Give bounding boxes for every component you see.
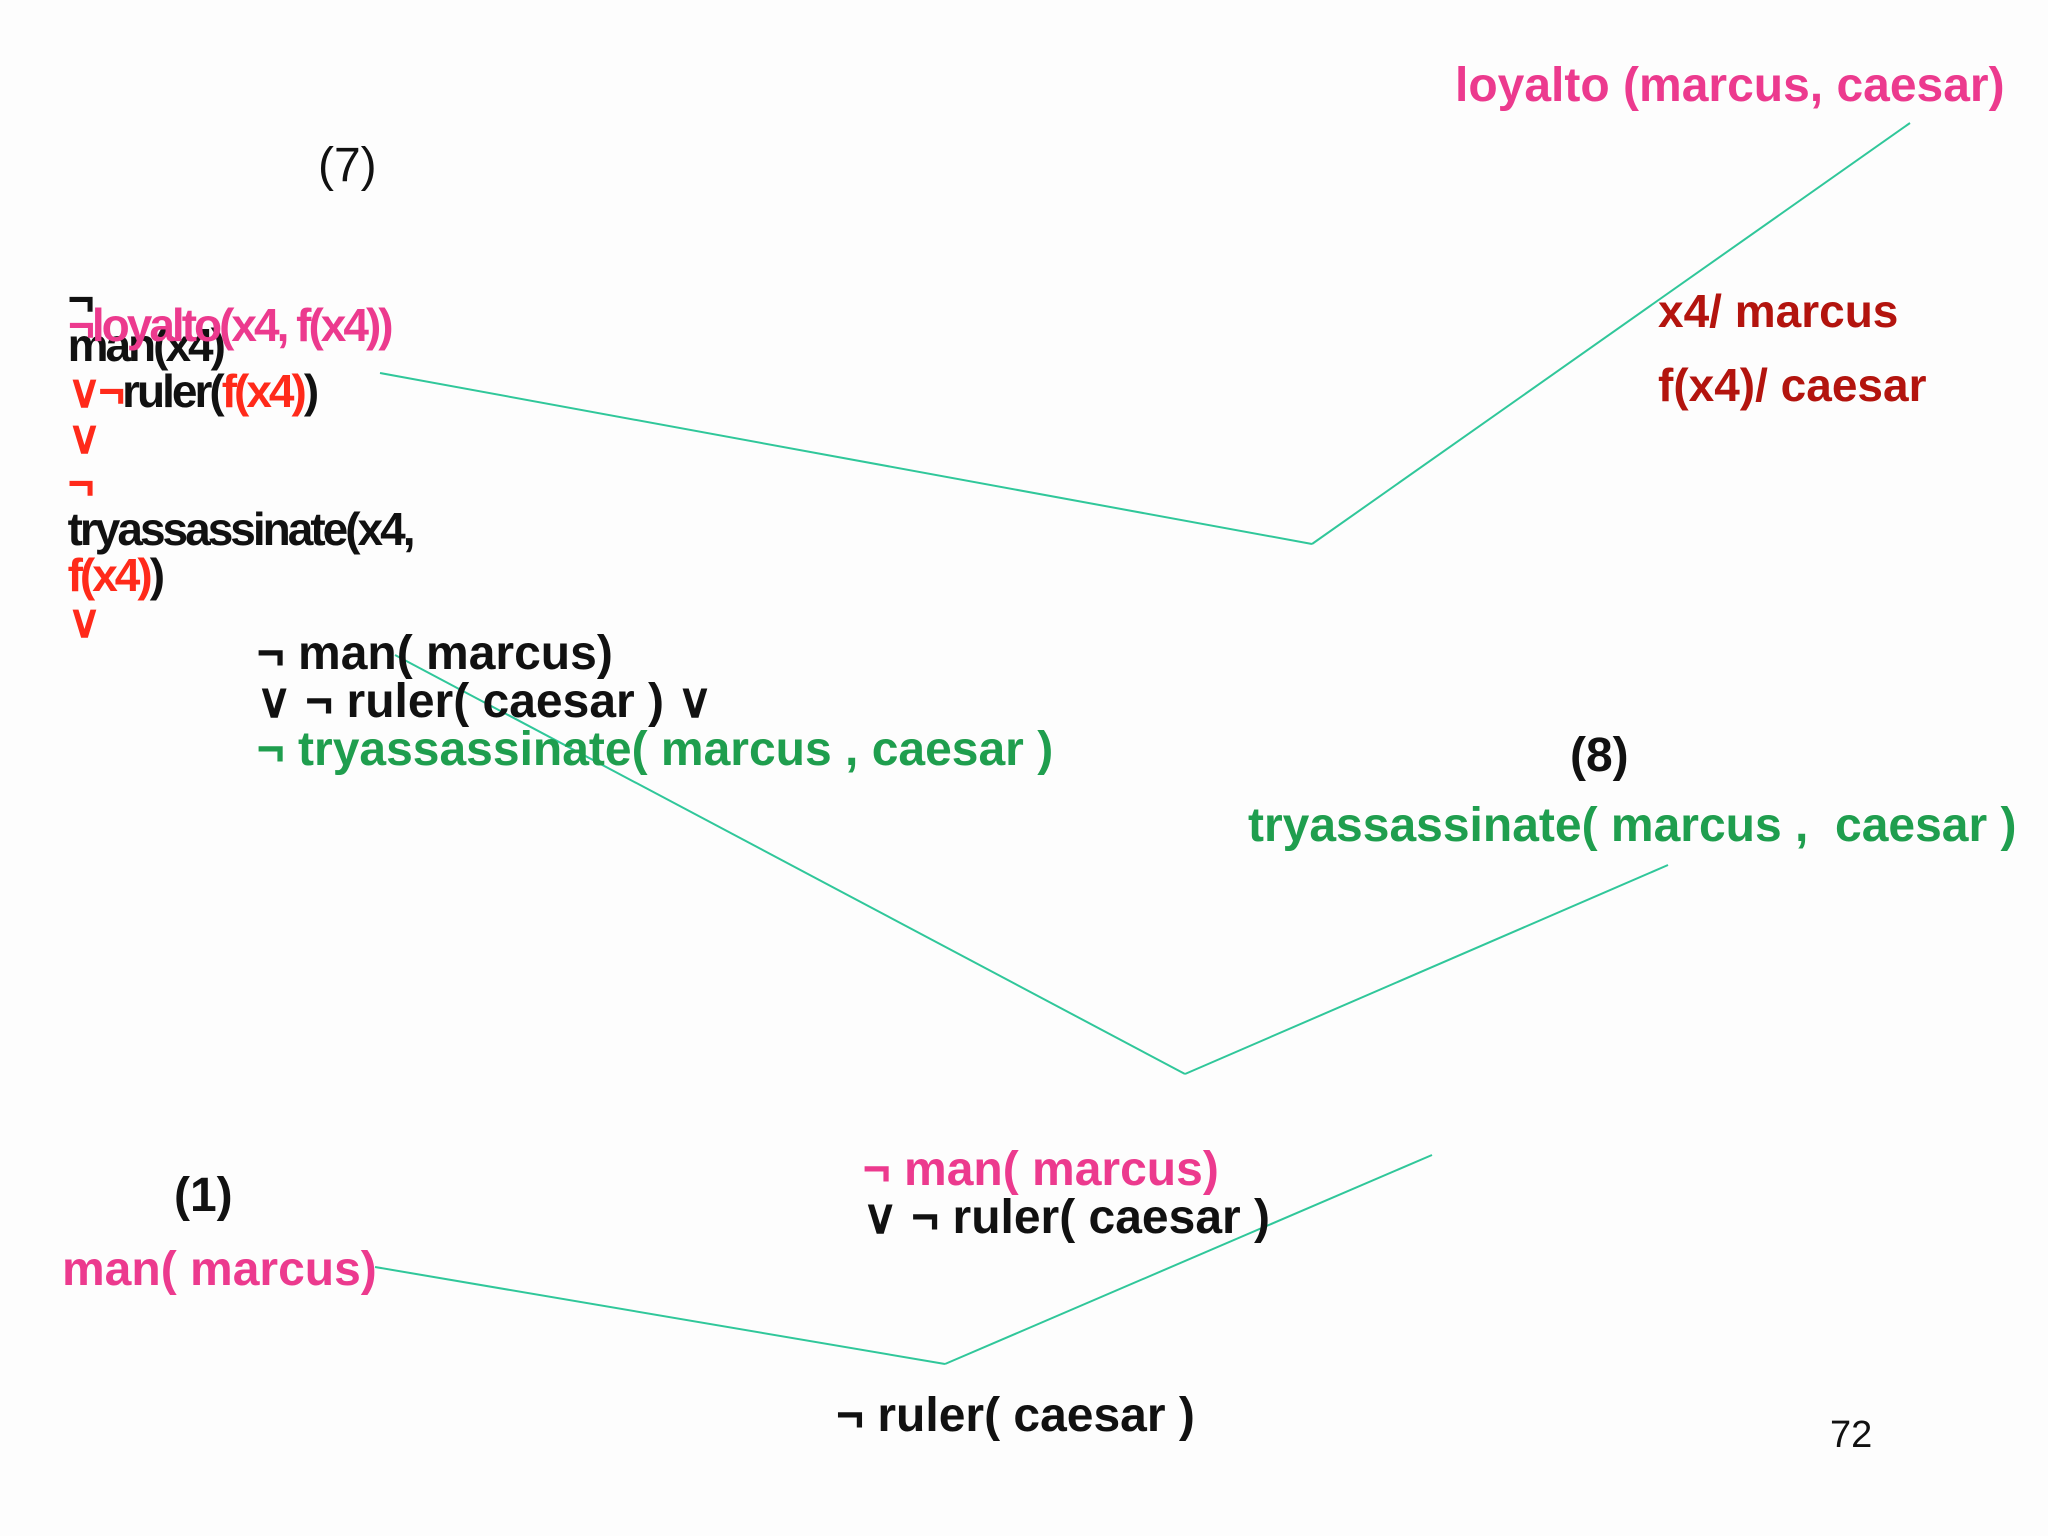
page-number: 72 (1830, 1414, 1873, 1456)
clause7-ruler: ruler( (122, 365, 225, 417)
resolvent2-ruler: ∨ ¬ ruler( caesar ) (862, 1191, 1271, 1244)
clause7-or-2: ∨ (67, 411, 102, 463)
clause7-try-arg: f(x4) (67, 549, 153, 601)
clause7-neg-3: ¬ (67, 457, 95, 509)
resolvent1-tryassassinate: ¬ tryassassinate( marcus , caesar ) (256, 723, 1054, 776)
edge-clause7-to-resolvent1 (379, 372, 1313, 545)
clause7-disjunction: ¬ man(x4) ∨¬ruler(f(x4)) ∨ ¬ tryassassin… (48, 230, 416, 647)
edge-resolvent2-to-resolvent3 (944, 1154, 1433, 1365)
edge-clause1-to-resolvent3 (374, 1266, 946, 1365)
clause7-man: man(x4) (67, 319, 226, 371)
clause1-label: (1) (174, 1169, 233, 1222)
clause8-label: (8) (1570, 729, 1629, 782)
clause7-loyalto: ¬loyalto(x4, f(x4)) (68, 299, 394, 351)
clause1-man: man( marcus) (62, 1243, 377, 1296)
clause7-ruler-close: ) (303, 365, 319, 417)
edge-clause8-to-resolvent2 (1184, 864, 1669, 1075)
clause7-neg-1: ¬ (67, 273, 95, 325)
resolvent1-ruler: ∨ ¬ ruler( caesar ) ∨ (256, 675, 713, 728)
substitution-fx4: f(x4)/ caesar (1658, 359, 1927, 411)
clause7-tryassassinate: tryassassinate(x4, (67, 503, 416, 555)
clause7-ruler-arg: f(x4) (221, 365, 307, 417)
clause7-or-3: ∨ (67, 595, 102, 647)
resolvent3-ruler: ¬ ruler( caesar ) (836, 1389, 1195, 1442)
clause7-neg-2: ¬ (98, 365, 125, 417)
clause7-or-1: ∨ (67, 365, 102, 417)
resolvent1: ¬ man( marcus) ∨ ¬ ruler( caesar ) ∨ ¬ t… (230, 582, 1054, 776)
resolvent2-man: ¬ man( marcus) (862, 1143, 1219, 1196)
clause7-try-close: ) (149, 549, 165, 601)
substitution-x4: x4/ marcus (1658, 285, 1899, 337)
resolvent2: ¬ man( marcus) ∨ ¬ ruler( caesar ) (836, 1098, 1270, 1242)
resolvent1-man: ¬ man( marcus) (256, 627, 613, 680)
clause8-tryassassinate: tryassassinate( marcus , caesar ) (1248, 799, 2017, 852)
loyalto-clause: loyalto (marcus, caesar) (1455, 59, 2005, 112)
edge-loyalto-to-resolvent1 (1311, 122, 1911, 545)
clause7-label: (7) (318, 139, 377, 192)
edge-resolvent1-to-resolvent2 (394, 654, 1186, 1075)
